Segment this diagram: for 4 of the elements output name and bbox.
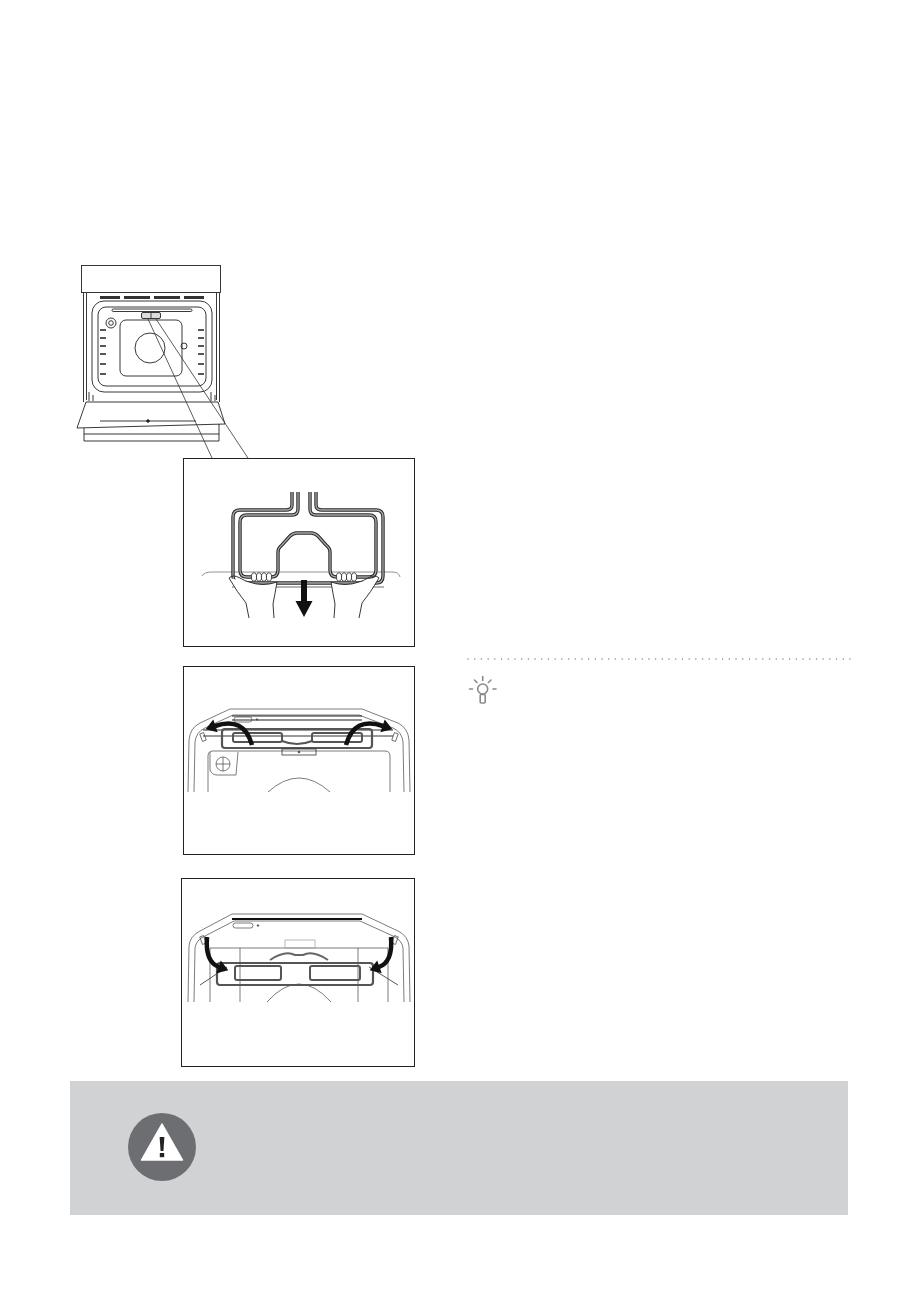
oven-illustration [76,264,226,442]
callout-lines [147,318,249,459]
heating-element [141,312,161,319]
heating-element-detail-illustration [183,458,415,647]
